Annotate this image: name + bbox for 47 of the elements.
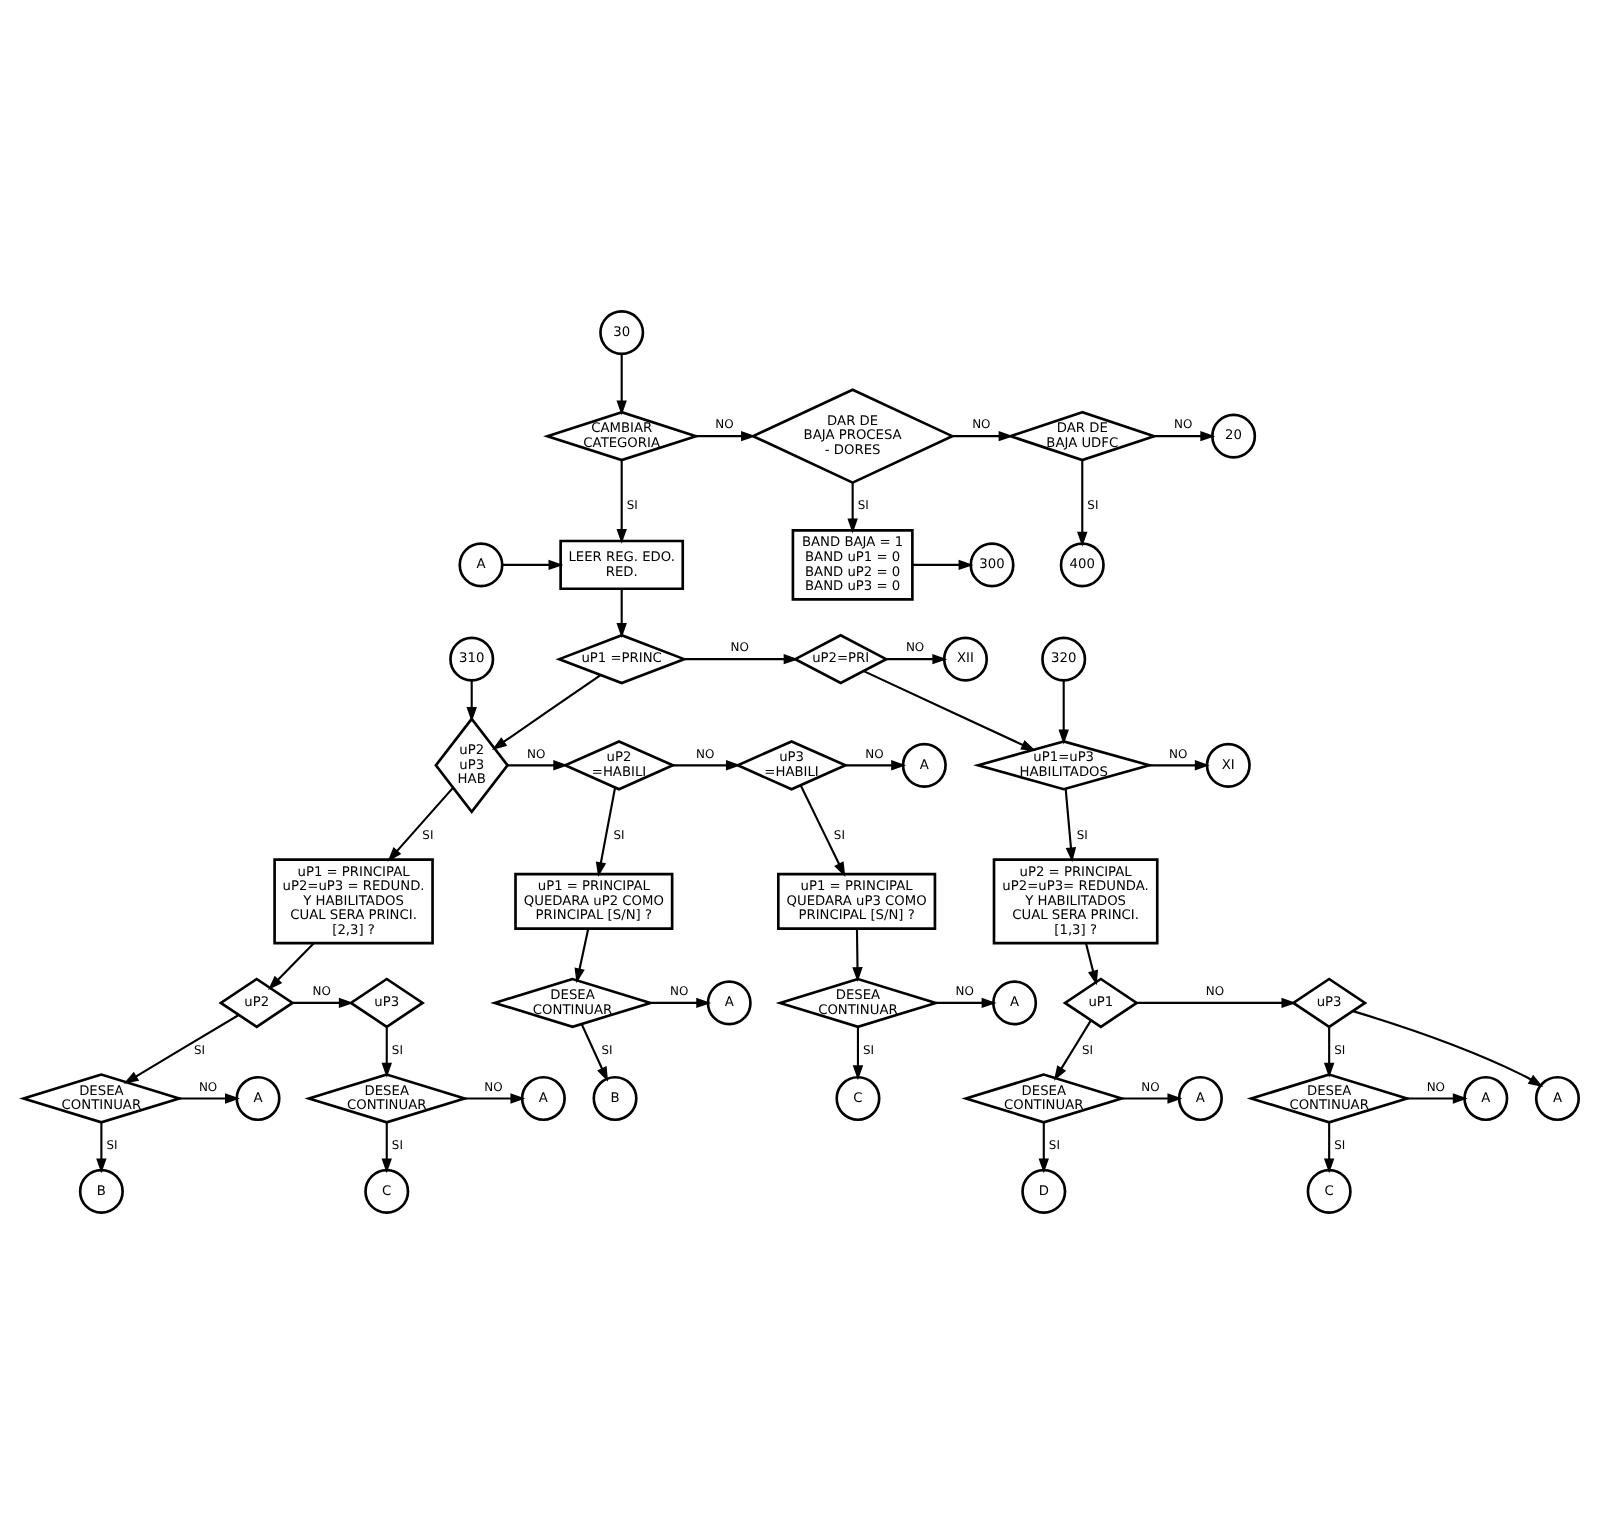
arrow xyxy=(1037,1122,1048,1174)
arrow xyxy=(951,430,1013,442)
arrow xyxy=(615,353,626,416)
arrow xyxy=(649,997,711,1009)
arrow xyxy=(122,1014,238,1084)
arrow xyxy=(380,1122,391,1174)
arrow xyxy=(386,787,453,862)
arrow xyxy=(1136,997,1296,1009)
arrow xyxy=(95,1122,106,1174)
arrow xyxy=(672,760,740,771)
arrow xyxy=(683,653,798,665)
arrow xyxy=(1052,1019,1091,1081)
arrow xyxy=(291,997,353,1009)
arrow xyxy=(178,1093,239,1104)
arrow xyxy=(798,785,845,877)
arrow xyxy=(594,787,616,877)
arrow xyxy=(1406,1093,1467,1104)
arrow xyxy=(844,760,906,771)
arrow xyxy=(573,928,589,984)
arrow xyxy=(934,997,996,1009)
arrow xyxy=(1351,1010,1543,1088)
arrow xyxy=(1322,1027,1334,1078)
arrow xyxy=(862,670,1035,752)
arrow xyxy=(851,928,862,982)
arrow xyxy=(380,1027,391,1078)
arrow xyxy=(615,460,626,544)
arrow xyxy=(885,653,947,665)
arrow xyxy=(1148,760,1209,771)
arrow xyxy=(501,559,563,571)
arrow xyxy=(695,430,755,442)
arrow xyxy=(1120,1093,1182,1104)
arrow xyxy=(1063,788,1076,863)
arrow xyxy=(1076,460,1087,547)
arrow xyxy=(491,674,600,750)
arrow xyxy=(846,482,857,534)
arrow xyxy=(1084,943,1098,986)
arrow xyxy=(463,1093,525,1104)
arrow xyxy=(851,1027,863,1081)
arrow xyxy=(1057,680,1068,745)
arrow xyxy=(506,760,568,771)
arrow xyxy=(1322,1122,1334,1174)
arrow xyxy=(267,942,314,990)
arrow xyxy=(465,680,476,722)
arrow xyxy=(1153,430,1215,442)
arrow xyxy=(615,588,626,638)
arrow xyxy=(911,559,973,571)
arrow xyxy=(579,1023,608,1082)
